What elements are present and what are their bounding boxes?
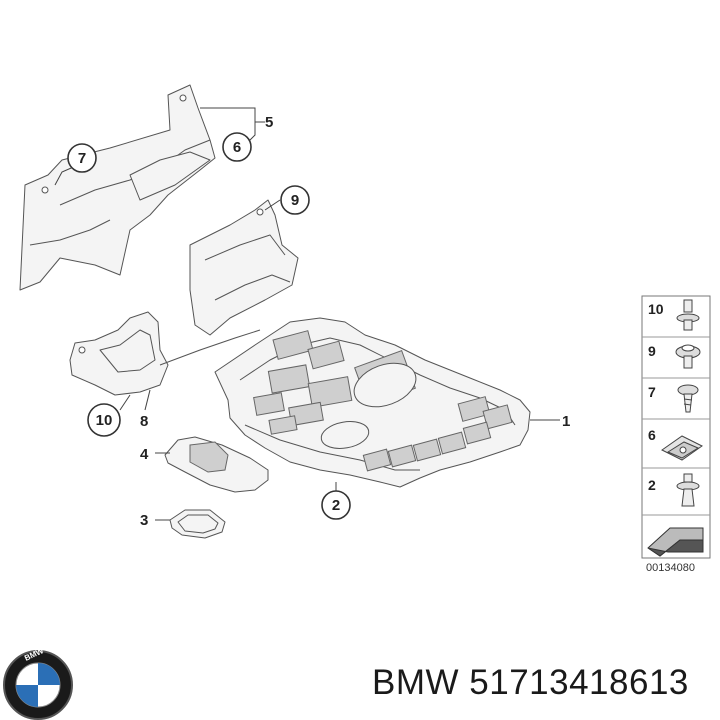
callout-7: 7 xyxy=(67,143,97,173)
callout-1-label: 1 xyxy=(562,413,570,430)
arrow-icon xyxy=(647,527,704,557)
callout-7-label: 7 xyxy=(78,150,86,167)
callout-4-label: 4 xyxy=(140,446,149,463)
callout-2-label: 2 xyxy=(332,497,340,514)
rivet-icon xyxy=(676,299,700,331)
callout-6-label: 6 xyxy=(233,139,241,156)
svg-text:6: 6 xyxy=(648,427,656,443)
callout-2: 2 xyxy=(321,490,351,520)
callout-4: 4 xyxy=(140,446,149,463)
clip-nut-icon xyxy=(661,435,703,461)
part-number-title: BMW 51713418613 xyxy=(372,663,689,702)
push-rivet-icon xyxy=(676,473,700,507)
callout-6: 6 xyxy=(222,132,252,162)
legend-item-7: 7 xyxy=(648,384,699,413)
shield-panel-upper-left xyxy=(19,84,216,291)
screw-icon xyxy=(677,384,699,413)
legend-item-2: 2 xyxy=(648,473,700,507)
callout-3-label: 3 xyxy=(140,512,148,529)
cover-plate-4 xyxy=(164,436,269,493)
svg-text:7: 7 xyxy=(648,384,656,400)
callout-3: 3 xyxy=(140,512,148,529)
gasket-plate-3 xyxy=(169,509,226,539)
callout-5-label: 5 xyxy=(265,114,273,131)
svg-text:10: 10 xyxy=(648,301,664,317)
legend-item-10: 10 xyxy=(648,299,700,331)
callout-9-label: 9 xyxy=(291,192,299,209)
callout-9: 9 xyxy=(280,185,310,215)
shield-panel-middle xyxy=(189,199,299,336)
fastener-legend: 10 9 7 6 xyxy=(641,295,711,574)
bracket-lower-left xyxy=(69,311,261,396)
callout-1: 1 xyxy=(562,413,570,430)
svg-text:2: 2 xyxy=(648,477,656,493)
reference-code: 00134080 xyxy=(646,562,695,574)
svg-text:9: 9 xyxy=(648,343,656,359)
callout-10: 10 xyxy=(87,403,121,437)
callout-8-label: 8 xyxy=(140,413,148,430)
leader-lines xyxy=(54,107,560,521)
legend-item-6: 6 xyxy=(648,427,703,461)
callout-5: 5 xyxy=(265,114,273,131)
bmw-logo: BMW xyxy=(3,646,73,720)
legend-item-9: 9 xyxy=(648,343,701,369)
underbody-tray xyxy=(214,317,531,488)
callout-8: 8 xyxy=(140,413,148,430)
flange-nut-icon xyxy=(675,344,701,369)
callout-10-label: 10 xyxy=(96,412,113,429)
